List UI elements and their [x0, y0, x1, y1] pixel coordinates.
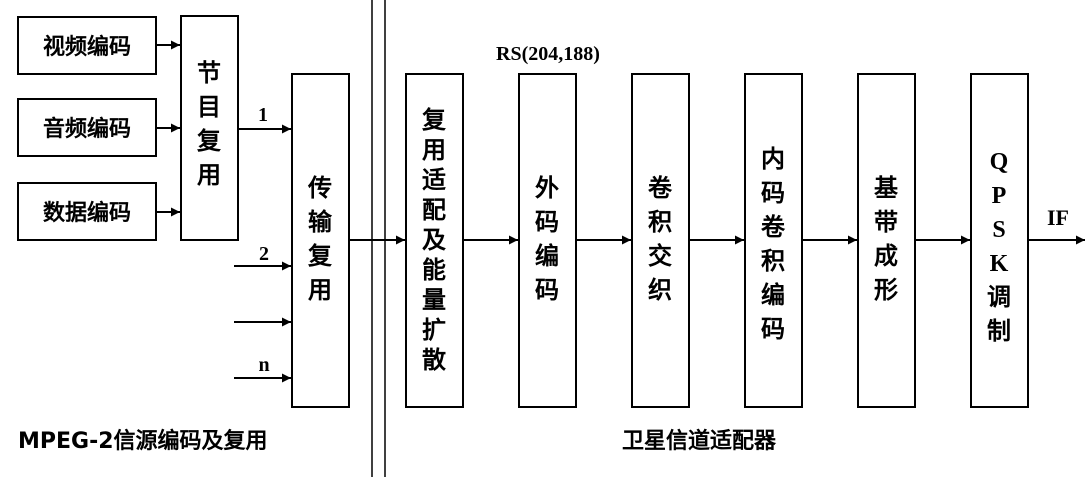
qpsk-char: S [992, 217, 1005, 243]
outer-code-char: 外 [535, 174, 559, 202]
conv-interleave-char: 积 [648, 208, 672, 236]
transport-mux-char: 复 [307, 242, 333, 270]
data-encoding-label: 数据编码 [43, 200, 131, 226]
qpsk-char: 制 [987, 317, 1011, 345]
inner-conv-code-box [744, 73, 803, 408]
mux-adapt-char: 能 [422, 256, 446, 284]
qpsk-char: K [990, 251, 1009, 277]
video-encoding-label: 视频编码 [43, 34, 131, 60]
program-mux-char: 复 [196, 127, 222, 155]
inner-code-char: 码 [761, 315, 785, 343]
conv-interleave-box [631, 73, 690, 408]
program-mux-label: 节 目 复 用 [196, 59, 222, 189]
mux-adapt-char: 扩 [422, 316, 446, 344]
if-output-label: IF [1047, 205, 1069, 230]
inner-code-char: 内 [761, 145, 785, 173]
input-n-label: n [258, 354, 269, 376]
transport-mux-char: 输 [308, 208, 333, 236]
inner-code-char: 码 [761, 179, 785, 207]
baseband-char: 基 [874, 174, 899, 202]
mux-adapt-char: 及 [422, 226, 446, 254]
mux-adapt-char: 用 [422, 136, 446, 164]
program-mux-char: 目 [197, 93, 221, 121]
rs-code-label: RS(204,188) [496, 43, 600, 65]
section-caption-right: 卫星信道适配器 [622, 428, 777, 454]
conv-interleave-char: 织 [648, 276, 672, 304]
mux-adapt-char: 配 [422, 196, 446, 224]
transport-mux-char: 传 [307, 174, 332, 202]
input-1-label: 1 [258, 104, 268, 126]
baseband-shaping-label: 基 带 成 形 [874, 174, 899, 304]
input-2-label: 2 [259, 243, 269, 265]
mux-adapt-energy-box [405, 73, 464, 408]
audio-encoding-box [17, 98, 157, 157]
conv-interleave-char: 卷 [648, 174, 673, 202]
mux-adapt-char: 散 [422, 346, 446, 374]
section-caption-left: MPEG-2信源编码及复用 [18, 428, 268, 454]
transport-mux-box [291, 73, 350, 408]
mux-adapt-char: 适 [422, 166, 446, 194]
outer-code-char: 码 [535, 208, 559, 236]
program-mux-char: 用 [197, 161, 221, 189]
data-encoding-box [17, 182, 157, 241]
transport-mux-label: 传 输 复 用 [307, 174, 333, 304]
inner-code-char: 卷 [761, 213, 786, 241]
mux-adapt-char: 量 [422, 286, 446, 314]
conv-interleave-char: 交 [648, 242, 672, 270]
inner-conv-code-label: 内 码 卷 积 编 码 [761, 145, 786, 343]
audio-encoding-label: 音频编码 [43, 116, 131, 142]
baseband-char: 形 [874, 276, 898, 304]
conv-interleave-label: 卷 积 交 织 [648, 174, 673, 304]
qpsk-char: P [992, 183, 1007, 209]
baseband-char: 成 [874, 242, 898, 270]
inner-code-char: 编 [761, 281, 785, 309]
baseband-shaping-box [857, 73, 916, 408]
outer-code-label: 外 码 编 码 [535, 174, 559, 304]
program-mux-char: 节 [197, 59, 221, 87]
outer-code-char: 编 [535, 242, 559, 270]
mux-adapt-char: 复 [421, 106, 447, 134]
qpsk-char: 调 [987, 283, 1011, 311]
transport-mux-char: 用 [308, 276, 332, 304]
outer-code-char: 码 [535, 276, 559, 304]
baseband-char: 带 [874, 208, 898, 236]
qpsk-modulation-label: Q P S K 调 制 [987, 149, 1011, 345]
qpsk-char: Q [990, 149, 1009, 175]
mux-adapt-energy-label: 复 用 适 配 及 能 量 扩 散 [421, 106, 447, 374]
outer-code-box [518, 73, 577, 408]
inner-code-char: 积 [761, 247, 785, 275]
